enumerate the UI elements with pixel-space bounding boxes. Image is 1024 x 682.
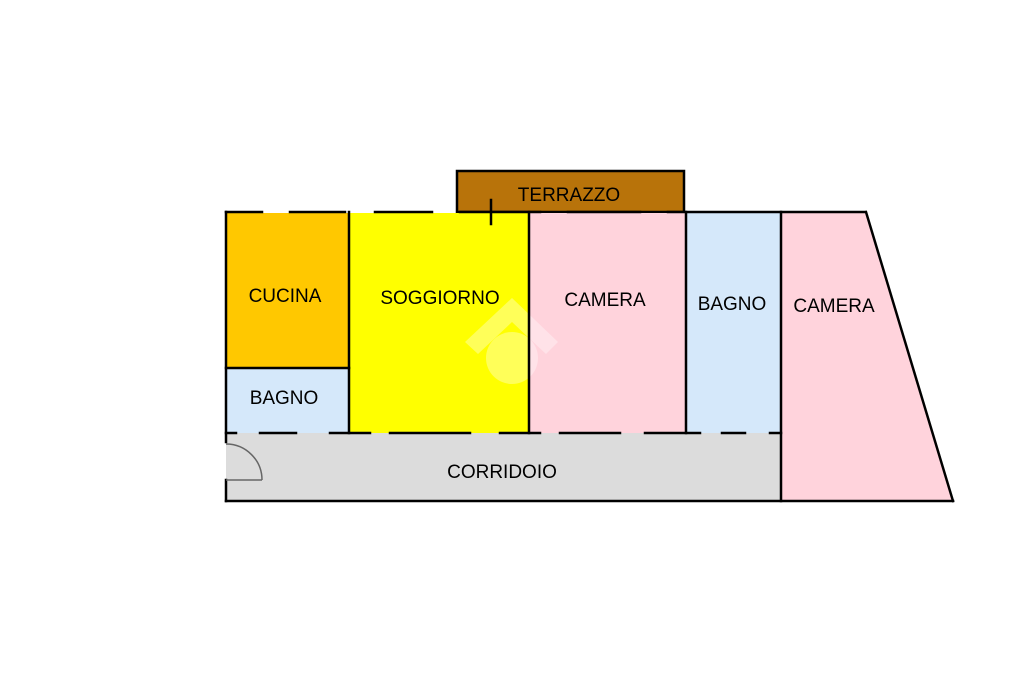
house-logo-watermark-icon xyxy=(465,298,558,384)
walls xyxy=(224,198,955,503)
bagno-left-area xyxy=(226,368,349,433)
camera-right-label: CAMERA xyxy=(793,296,875,317)
entrance-door-icon xyxy=(225,443,263,481)
corridoio-label: CORRIDOIO xyxy=(447,462,557,483)
cucina-label: CUCINA xyxy=(249,286,322,307)
bagno-right-label: BAGNO xyxy=(698,294,767,315)
corridoio-area xyxy=(226,433,781,501)
camera-right-area xyxy=(781,212,953,501)
bagno-right-area xyxy=(686,213,781,433)
bagno-left-label: BAGNO xyxy=(250,388,319,409)
camera-center-label: CAMERA xyxy=(564,290,646,311)
camera-center-area xyxy=(529,213,686,433)
soggiorno-area xyxy=(349,213,529,433)
cucina-area xyxy=(226,213,349,368)
soggiorno-label: SOGGIORNO xyxy=(380,288,499,309)
terrazzo-area xyxy=(455,169,686,214)
terrazzo-label: TERRAZZO xyxy=(518,185,620,206)
